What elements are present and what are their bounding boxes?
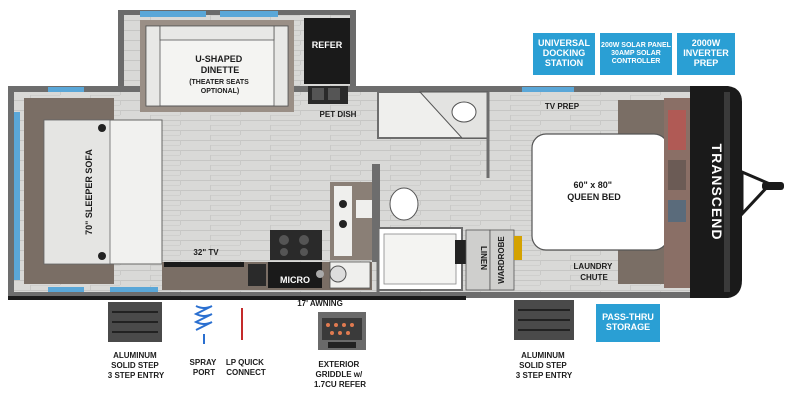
kitchen-counter <box>162 230 372 290</box>
refer-label: REFER <box>312 40 343 50</box>
docking-line-2: DOCKING <box>542 48 586 59</box>
sofa <box>24 98 163 284</box>
step-right-label: ALUMINUM SOLID STEP 3 STEP ENTRY <box>516 351 573 380</box>
entry-step-left <box>108 302 162 342</box>
pantry <box>330 164 380 262</box>
solar-line-3: CONTROLLER <box>611 57 661 65</box>
front-cap <box>690 86 742 298</box>
solar-badge: 200W SOLAR PANEL 30AMP SOLAR CONTROLLER <box>600 33 672 75</box>
linen-label: LINEN <box>479 246 488 270</box>
refrigerator <box>304 18 350 104</box>
inverter-line-2: INVERTER <box>683 48 729 59</box>
queen-bed <box>531 98 690 288</box>
entry-step-right <box>514 300 574 340</box>
laundry-label: LAUNDRY CHUTE <box>574 262 615 282</box>
griddle-label: EXTERIOR GRIDDLE w/ 1.7CU REFER <box>314 360 366 389</box>
docking-station-badge: UNIVERSAL DOCKING STATION <box>533 33 595 75</box>
spray-port-label: SPRAY PORT <box>190 358 219 377</box>
pet-dish-label: PET DISH <box>320 110 357 119</box>
brand-logo: TRANSCEND <box>709 144 725 241</box>
pass-thru-line-2: STORAGE <box>605 322 651 332</box>
sofa-label: 70" SLEEPER SOFA <box>84 149 94 235</box>
awning <box>8 296 466 300</box>
dinette <box>140 20 294 112</box>
docking-line-1: UNIVERSAL <box>537 38 590 49</box>
micro-label: MICRO <box>280 275 310 285</box>
tv-32-label: 32" TV <box>193 248 219 257</box>
awning-label: 17' AWNING <box>297 299 343 308</box>
solar-line-2: 30AMP SOLAR <box>611 50 661 58</box>
windows <box>14 11 574 292</box>
inverter-line-1: 2000W <box>691 38 721 49</box>
inverter-badge: 2000W INVERTER PREP <box>677 33 735 75</box>
tv-prep-label: TV PREP <box>545 102 580 111</box>
step-left-label: ALUMINUM SOLID STEP 3 STEP ENTRY <box>108 351 165 380</box>
pass-thru-badge: PASS-THRU STORAGE <box>596 304 660 342</box>
hitch <box>740 169 784 218</box>
wardrobe-label: WARDROBE <box>497 236 506 284</box>
docking-line-3: STATION <box>544 57 584 68</box>
solar-line-1: 200W SOLAR PANEL <box>601 42 671 50</box>
pass-thru-line-1: PASS-THRU <box>602 312 654 323</box>
inverter-line-3: PREP <box>693 57 719 68</box>
dinette-label: U-SHAPED DINETTE <box>195 54 245 75</box>
exterior-griddle <box>318 312 366 350</box>
bathroom <box>376 91 490 292</box>
linen-wardrobe <box>465 229 522 291</box>
lp-quick-label: LP QUICK CONNECT <box>226 358 266 377</box>
dinette-note: (THEATER SEATS OPTIONAL) <box>189 79 251 95</box>
spray-port-icon <box>193 305 213 344</box>
bed-label: 60" x 80" QUEEN BED <box>567 180 621 202</box>
